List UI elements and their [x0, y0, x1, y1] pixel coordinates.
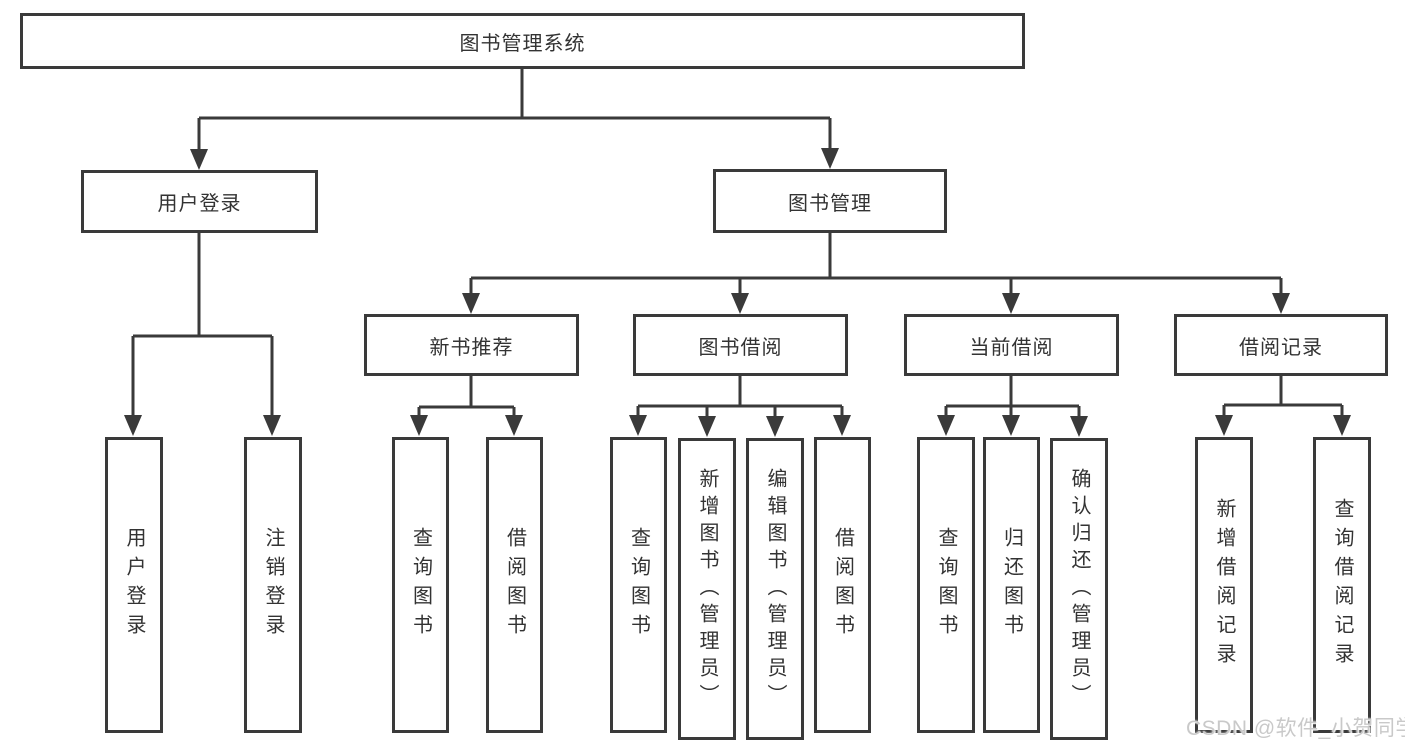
leaf-query-borrow-record: 查询借阅记录: [1313, 437, 1371, 733]
node-user-login: 用户登录: [81, 170, 318, 233]
leaf-return-book: 归还图书: [983, 437, 1040, 733]
leaf-edit-book-admin: 编辑图书（管理员）: [746, 438, 804, 740]
node-book-borrowing: 图书借阅: [633, 314, 848, 376]
leaf-confirm-return-admin: 确认归还（管理员）: [1050, 438, 1108, 740]
leaf-add-book-admin: 新增图书（管理员）: [678, 438, 736, 740]
leaf-borrow-books-borrowing: 借阅图书: [814, 437, 871, 733]
node-current-borrowing: 当前借阅: [904, 314, 1119, 376]
node-book-management: 图书管理: [713, 169, 947, 233]
node-new-book-recommendation: 新书推荐: [364, 314, 579, 376]
leaf-query-books-current: 查询图书: [917, 437, 975, 733]
leaf-borrow-books-recommendation: 借阅图书: [486, 437, 543, 733]
node-borrowing-records: 借阅记录: [1174, 314, 1388, 376]
leaf-user-login: 用户登录: [105, 437, 163, 733]
leaf-query-books-recommendation: 查询图书: [392, 437, 449, 733]
node-library-management-system: 图书管理系统: [20, 13, 1025, 69]
csdn-watermark: CSDN @软件_小贺同学: [1186, 717, 1405, 740]
leaf-add-borrow-record: 新增借阅记录: [1195, 437, 1253, 733]
leaf-logout: 注销登录: [244, 437, 302, 733]
leaf-query-books-borrowing: 查询图书: [610, 437, 667, 733]
